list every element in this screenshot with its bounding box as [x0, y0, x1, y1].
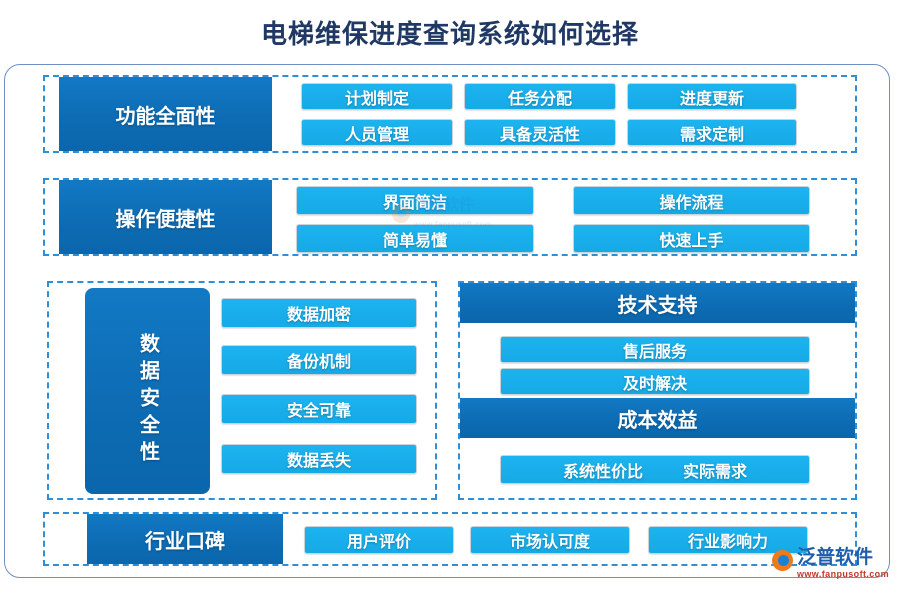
item-operate-0[interactable]: 界面简洁 [296, 186, 534, 215]
item-support-0[interactable]: 售后服务 [500, 336, 810, 363]
item-cost-1: 实际需求 [683, 463, 748, 481]
section-support-cost [458, 281, 857, 500]
item-function-4[interactable]: 具备灵活性 [464, 119, 616, 146]
item-operate-2[interactable]: 简单易懂 [296, 224, 534, 253]
item-security-0[interactable]: 数据加密 [221, 298, 417, 328]
brand-mark-icon [772, 550, 793, 571]
item-reputation-2[interactable]: 行业影响力 [648, 526, 808, 554]
item-function-1[interactable]: 任务分配 [464, 83, 616, 110]
item-security-3[interactable]: 数据丢失 [221, 444, 417, 474]
category-support[interactable]: 技术支持 [460, 283, 855, 323]
section-security [47, 281, 437, 500]
item-reputation-1[interactable]: 市场认可度 [470, 526, 630, 554]
page-title: 电梯维保进度查询系统如何选择 [260, 20, 639, 49]
section-reputation [43, 512, 857, 566]
category-reputation[interactable]: 行业口碑 [87, 514, 283, 564]
section-function [43, 75, 857, 153]
item-function-2[interactable]: 进度更新 [627, 83, 797, 110]
brand-url: www.fanpusoft.com [797, 569, 889, 579]
item-reputation-0[interactable]: 用户评价 [304, 526, 454, 554]
item-security-2[interactable]: 安全可靠 [221, 394, 417, 424]
item-operate-3[interactable]: 快速上手 [573, 224, 810, 253]
item-function-0[interactable]: 计划制定 [301, 83, 453, 110]
category-security[interactable]: 数据安全性 [85, 288, 210, 494]
item-function-5[interactable]: 需求定制 [627, 119, 797, 146]
item-support-1[interactable]: 及时解决 [500, 368, 810, 395]
brand-logo: 泛普软件 www.fanpusoft.com [772, 548, 889, 579]
item-security-1[interactable]: 备份机制 [221, 345, 417, 375]
category-function[interactable]: 功能全面性 [59, 77, 272, 151]
brand-name: 泛普软件 [797, 547, 874, 568]
category-cost[interactable]: 成本效益 [460, 398, 855, 438]
category-operate[interactable]: 操作便捷性 [59, 180, 272, 254]
item-cost-group[interactable]: 系统性价比 实际需求 [500, 455, 810, 484]
item-cost-0: 系统性价比 [562, 463, 643, 481]
section-operate [43, 178, 857, 256]
item-function-3[interactable]: 人员管理 [301, 119, 453, 146]
item-operate-1[interactable]: 操作流程 [573, 186, 810, 215]
